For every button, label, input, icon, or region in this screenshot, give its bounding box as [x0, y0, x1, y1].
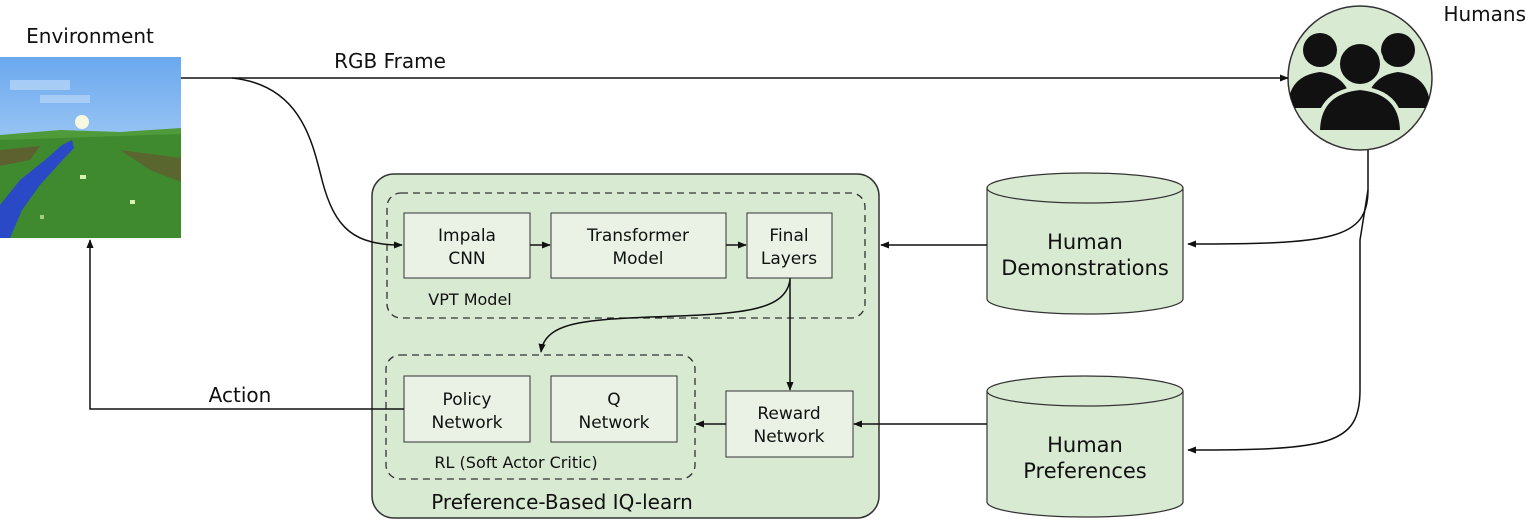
reward-network-box: Reward Network	[725, 390, 854, 458]
preferences-line1: Human	[1047, 433, 1123, 457]
humans-label: Humans	[1443, 2, 1526, 26]
people-group-icon	[1287, 5, 1433, 151]
preference-iq-learn-label: Preference-Based IQ-learn	[431, 490, 693, 514]
demonstrations-line2: Demonstrations	[1001, 256, 1169, 280]
human-preferences-datastore: Human Preferences	[986, 375, 1184, 518]
action-label: Action	[209, 383, 272, 407]
policy-line2: Network	[432, 413, 503, 433]
action-arrow	[86, 239, 404, 410]
rl-group	[385, 354, 696, 480]
minecraft-landscape-image	[0, 57, 181, 238]
humans-to-preferences-arrow	[1187, 189, 1369, 454]
environment-label: Environment	[26, 24, 154, 48]
q-network-box: Q Network	[550, 375, 678, 443]
rgb-frame-label: RGB Frame	[334, 49, 446, 73]
transformer-line1: Transformer	[586, 226, 689, 246]
policy-line1: Policy	[443, 390, 492, 410]
impala-cnn-line1: Impala	[438, 226, 496, 246]
impala-cnn-box: Impala CNN	[403, 212, 531, 279]
demonstrations-line1: Human	[1047, 230, 1123, 254]
reward-line2: Network	[754, 427, 825, 447]
transformer-model-box: Transformer Model	[550, 212, 727, 279]
frame-to-impala-arrow	[231, 77, 403, 249]
final-to-rl-arrow	[538, 279, 791, 353]
humans-to-demonstrations-arrow	[1187, 150, 1369, 248]
final-layers-box: Final Layers	[746, 212, 833, 279]
transformer-line2: Model	[612, 249, 663, 269]
final-layers-line1: Final	[769, 226, 808, 246]
preferences-line2: Preferences	[1023, 459, 1147, 483]
rl-group-label: RL (Soft Actor Critic)	[434, 453, 597, 472]
q-network-line1: Q	[607, 390, 620, 410]
policy-network-box: Policy Network	[403, 375, 531, 443]
vpt-model-label: VPT Model	[428, 290, 512, 309]
reward-line1: Reward	[757, 404, 820, 424]
impala-cnn-line2: CNN	[448, 249, 485, 269]
final-layers-line2: Layers	[761, 249, 817, 269]
q-network-line2: Network	[579, 413, 650, 433]
human-demonstrations-datastore: Human Demonstrations	[986, 172, 1184, 315]
vpt-model-group	[386, 192, 866, 319]
